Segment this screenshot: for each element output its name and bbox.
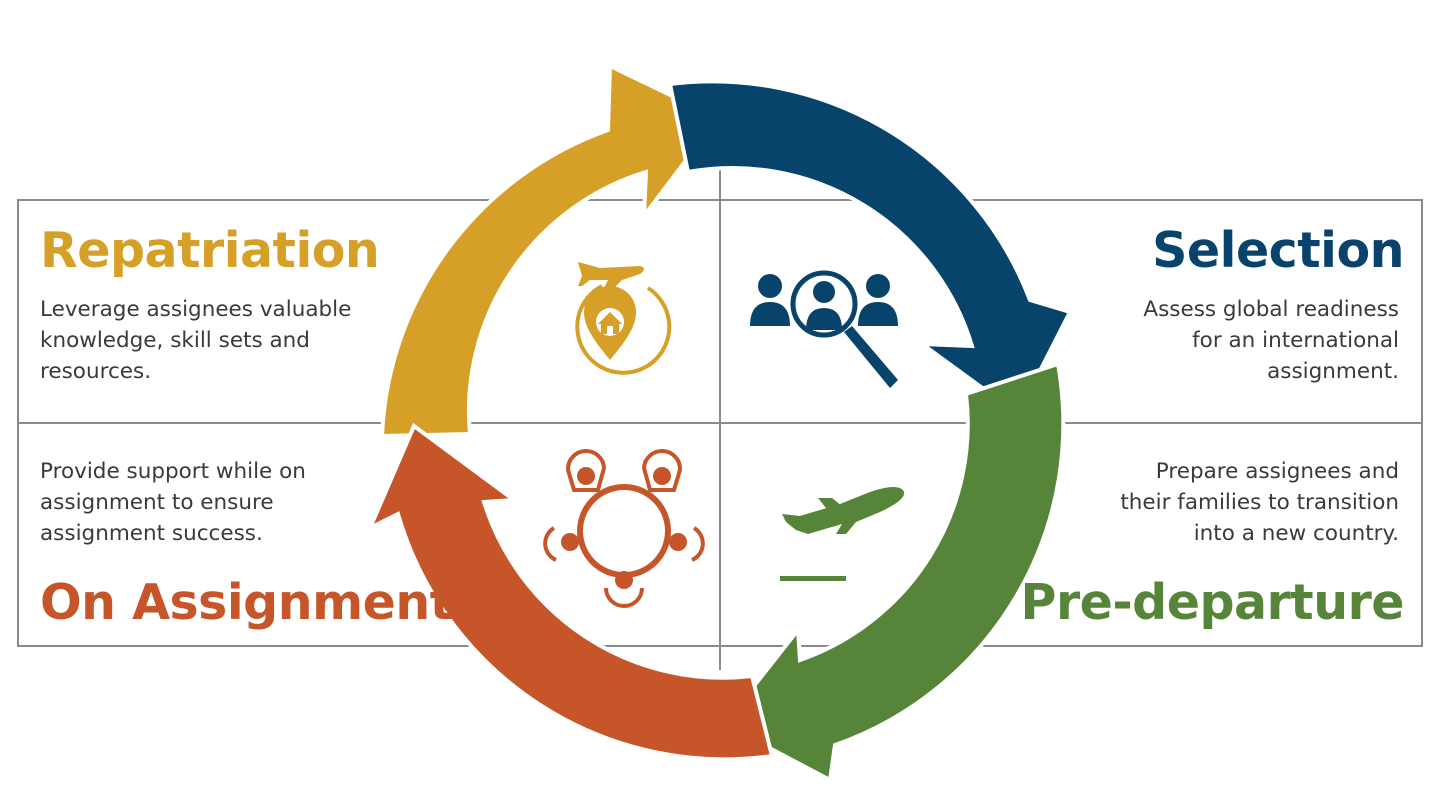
selection-description: Assess global readiness for an internati… bbox=[1143, 297, 1399, 384]
team-circle-icon bbox=[543, 448, 705, 608]
plane-takeoff-icon bbox=[780, 487, 905, 581]
grid-right-line bbox=[1421, 199, 1423, 647]
on-assignment-description: Provide support while on assignment to e… bbox=[40, 459, 306, 546]
grid-center-line bbox=[719, 170, 721, 670]
pre-departure-description: Prepare assignees and their families to … bbox=[1120, 459, 1399, 546]
on-assignment-title: On Assignment bbox=[40, 574, 453, 631]
repatriation-title: Repatriation bbox=[40, 222, 380, 279]
plane-home-location-icon bbox=[575, 262, 672, 375]
pre-departure-arrow bbox=[720, 361, 1066, 784]
grid-left-line bbox=[17, 199, 19, 647]
repatriation-arrow bbox=[379, 62, 722, 439]
on-assignment-arrow bbox=[365, 422, 775, 762]
selection-title: Selection bbox=[1152, 222, 1404, 279]
people-search-icon bbox=[750, 270, 898, 388]
pre-departure-title: Pre-departure bbox=[1020, 574, 1405, 631]
selection-arrow bbox=[667, 79, 1073, 417]
repatriation-description: Leverage assignees valuable knowledge, s… bbox=[40, 297, 352, 384]
